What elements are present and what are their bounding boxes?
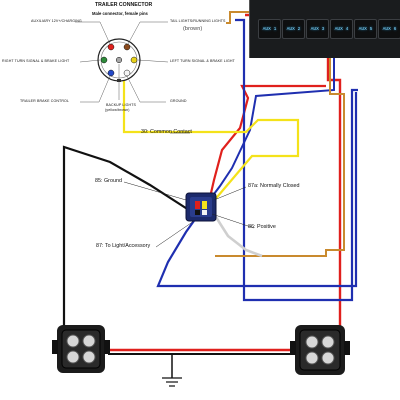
- aux-3-label: AUX 3: [310, 27, 325, 32]
- blue-switch-wire: [201, 56, 335, 211]
- aux-5-label: AUX 5: [358, 27, 373, 32]
- relay-label-86: 86: Positive: [248, 224, 276, 230]
- pin-trailer-brake: [107, 69, 115, 77]
- pin-auxiliary: [107, 43, 115, 51]
- aux-5-switch[interactable]: AUX 5: [354, 19, 377, 39]
- pin-ground: [123, 69, 131, 77]
- blue-relay-87-wire: [156, 92, 358, 288]
- white-positive-wire: [212, 213, 263, 258]
- led-cube-light-right-icon: [290, 325, 350, 375]
- pin-center-backup: [115, 56, 123, 64]
- brown-wire: [215, 11, 345, 257]
- ground-symbol-icon: [162, 377, 182, 387]
- yellow-common-wire: [122, 76, 300, 207]
- aux-6-label: AUX 6: [382, 27, 397, 32]
- relay-leader-lines: [123, 132, 255, 248]
- relay-label-30: 30: Common Contact: [141, 129, 192, 135]
- pin-label-auxiliary: AUXILIARY 12V+/CHARGING: [31, 19, 82, 23]
- pin-label-right-turn: RIGHT TURN SIGNAL & BRAKE LIGHT: [2, 59, 70, 63]
- pin-left-turn: [130, 56, 138, 64]
- connector-subtitle: Male connector, female pins: [92, 11, 148, 16]
- switch-panel: AUX 1 AUX 2 AUX 3 AUX 4 AUX 5 AUX 6: [249, 0, 400, 58]
- pin-label-trailer-brake: TRAILER BRAKE CONTROL: [20, 99, 70, 103]
- aux-1-switch[interactable]: AUX 1: [258, 19, 281, 39]
- pin-tail: [123, 43, 131, 51]
- pin-label-backup-note: (yellow/brown): [105, 108, 130, 112]
- aux-6-switch[interactable]: AUX 6: [378, 19, 400, 39]
- pin-label-backup: BACKUP LIGHTS: [106, 103, 136, 107]
- pin-label-ground: GROUND: [170, 99, 187, 103]
- black-ground-wire: [62, 145, 193, 354]
- relay-label-87: 87: To Light/Accessory: [96, 243, 151, 249]
- aux-2-switch[interactable]: AUX 2: [282, 19, 305, 39]
- pin-label-left-turn: LEFT TURN SIGNAL & BRAKE LIGHT: [170, 59, 235, 63]
- aux-1-label: AUX 1: [262, 27, 277, 32]
- connector-title: TRAILER CONNECTOR: [95, 2, 153, 8]
- aux-2-label: AUX 2: [286, 27, 301, 32]
- aux-4-label: AUX 4: [334, 27, 349, 32]
- aux-4-switch[interactable]: AUX 4: [330, 19, 353, 39]
- relay-label-87a: 87a: Normally Closed: [248, 183, 300, 189]
- aux-3-switch[interactable]: AUX 3: [306, 19, 329, 39]
- relay-label-85: 85: Ground: [95, 178, 122, 184]
- relay-icon: [185, 192, 217, 222]
- pin-right-turn: [100, 56, 108, 64]
- pin-label-tail-note: (brown): [183, 26, 203, 32]
- connector-leader-lines: [75, 21, 169, 103]
- red-relay-wire: [206, 84, 326, 207]
- blue-panel-wire: [235, 18, 358, 302]
- led-cube-light-left-icon: [52, 325, 110, 373]
- pin-label-tail: TAIL LIGHTS/RUNNING LIGHTS: [170, 19, 226, 23]
